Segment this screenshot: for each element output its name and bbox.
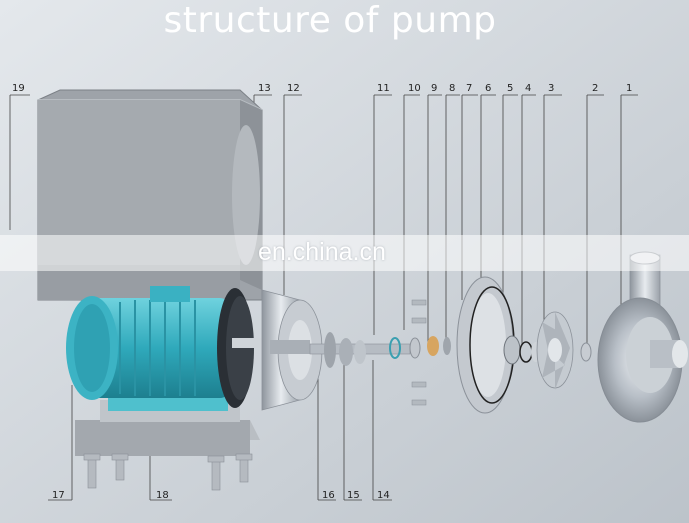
impeller: [536, 311, 574, 390]
callout-15: 15: [347, 490, 360, 501]
callout-11: 11: [377, 83, 390, 94]
impeller-nut: [580, 342, 592, 362]
callout-12: 12: [287, 83, 300, 94]
callout-1: 1: [626, 83, 633, 94]
adapter-bracket: [261, 289, 323, 411]
callout-3: 3: [548, 83, 555, 94]
motor: [66, 286, 272, 408]
callout-2: 2: [592, 83, 599, 94]
callout-17: 17: [52, 490, 65, 501]
callout-7: 7: [466, 83, 473, 94]
callout-18: 18: [156, 490, 169, 501]
motor-base: [75, 395, 260, 491]
callout-13: 13: [258, 83, 271, 94]
callout-9: 9: [431, 83, 438, 94]
callout-6: 6: [485, 83, 492, 94]
callout-10: 10: [408, 83, 421, 94]
watermark-band: en.china.cn: [0, 235, 689, 271]
callout-4: 4: [525, 83, 532, 94]
watermark-text: en.china.cn: [258, 238, 386, 266]
callout-5: 5: [507, 83, 514, 94]
pump-back-cover: [456, 276, 515, 414]
callout-14: 14: [377, 490, 390, 501]
callout-8: 8: [449, 83, 456, 94]
diagram-title: structure of pump: [163, 0, 497, 41]
callout-19: 19: [12, 83, 25, 94]
callout-16: 16: [322, 490, 335, 501]
shaft-assembly: [309, 299, 451, 406]
